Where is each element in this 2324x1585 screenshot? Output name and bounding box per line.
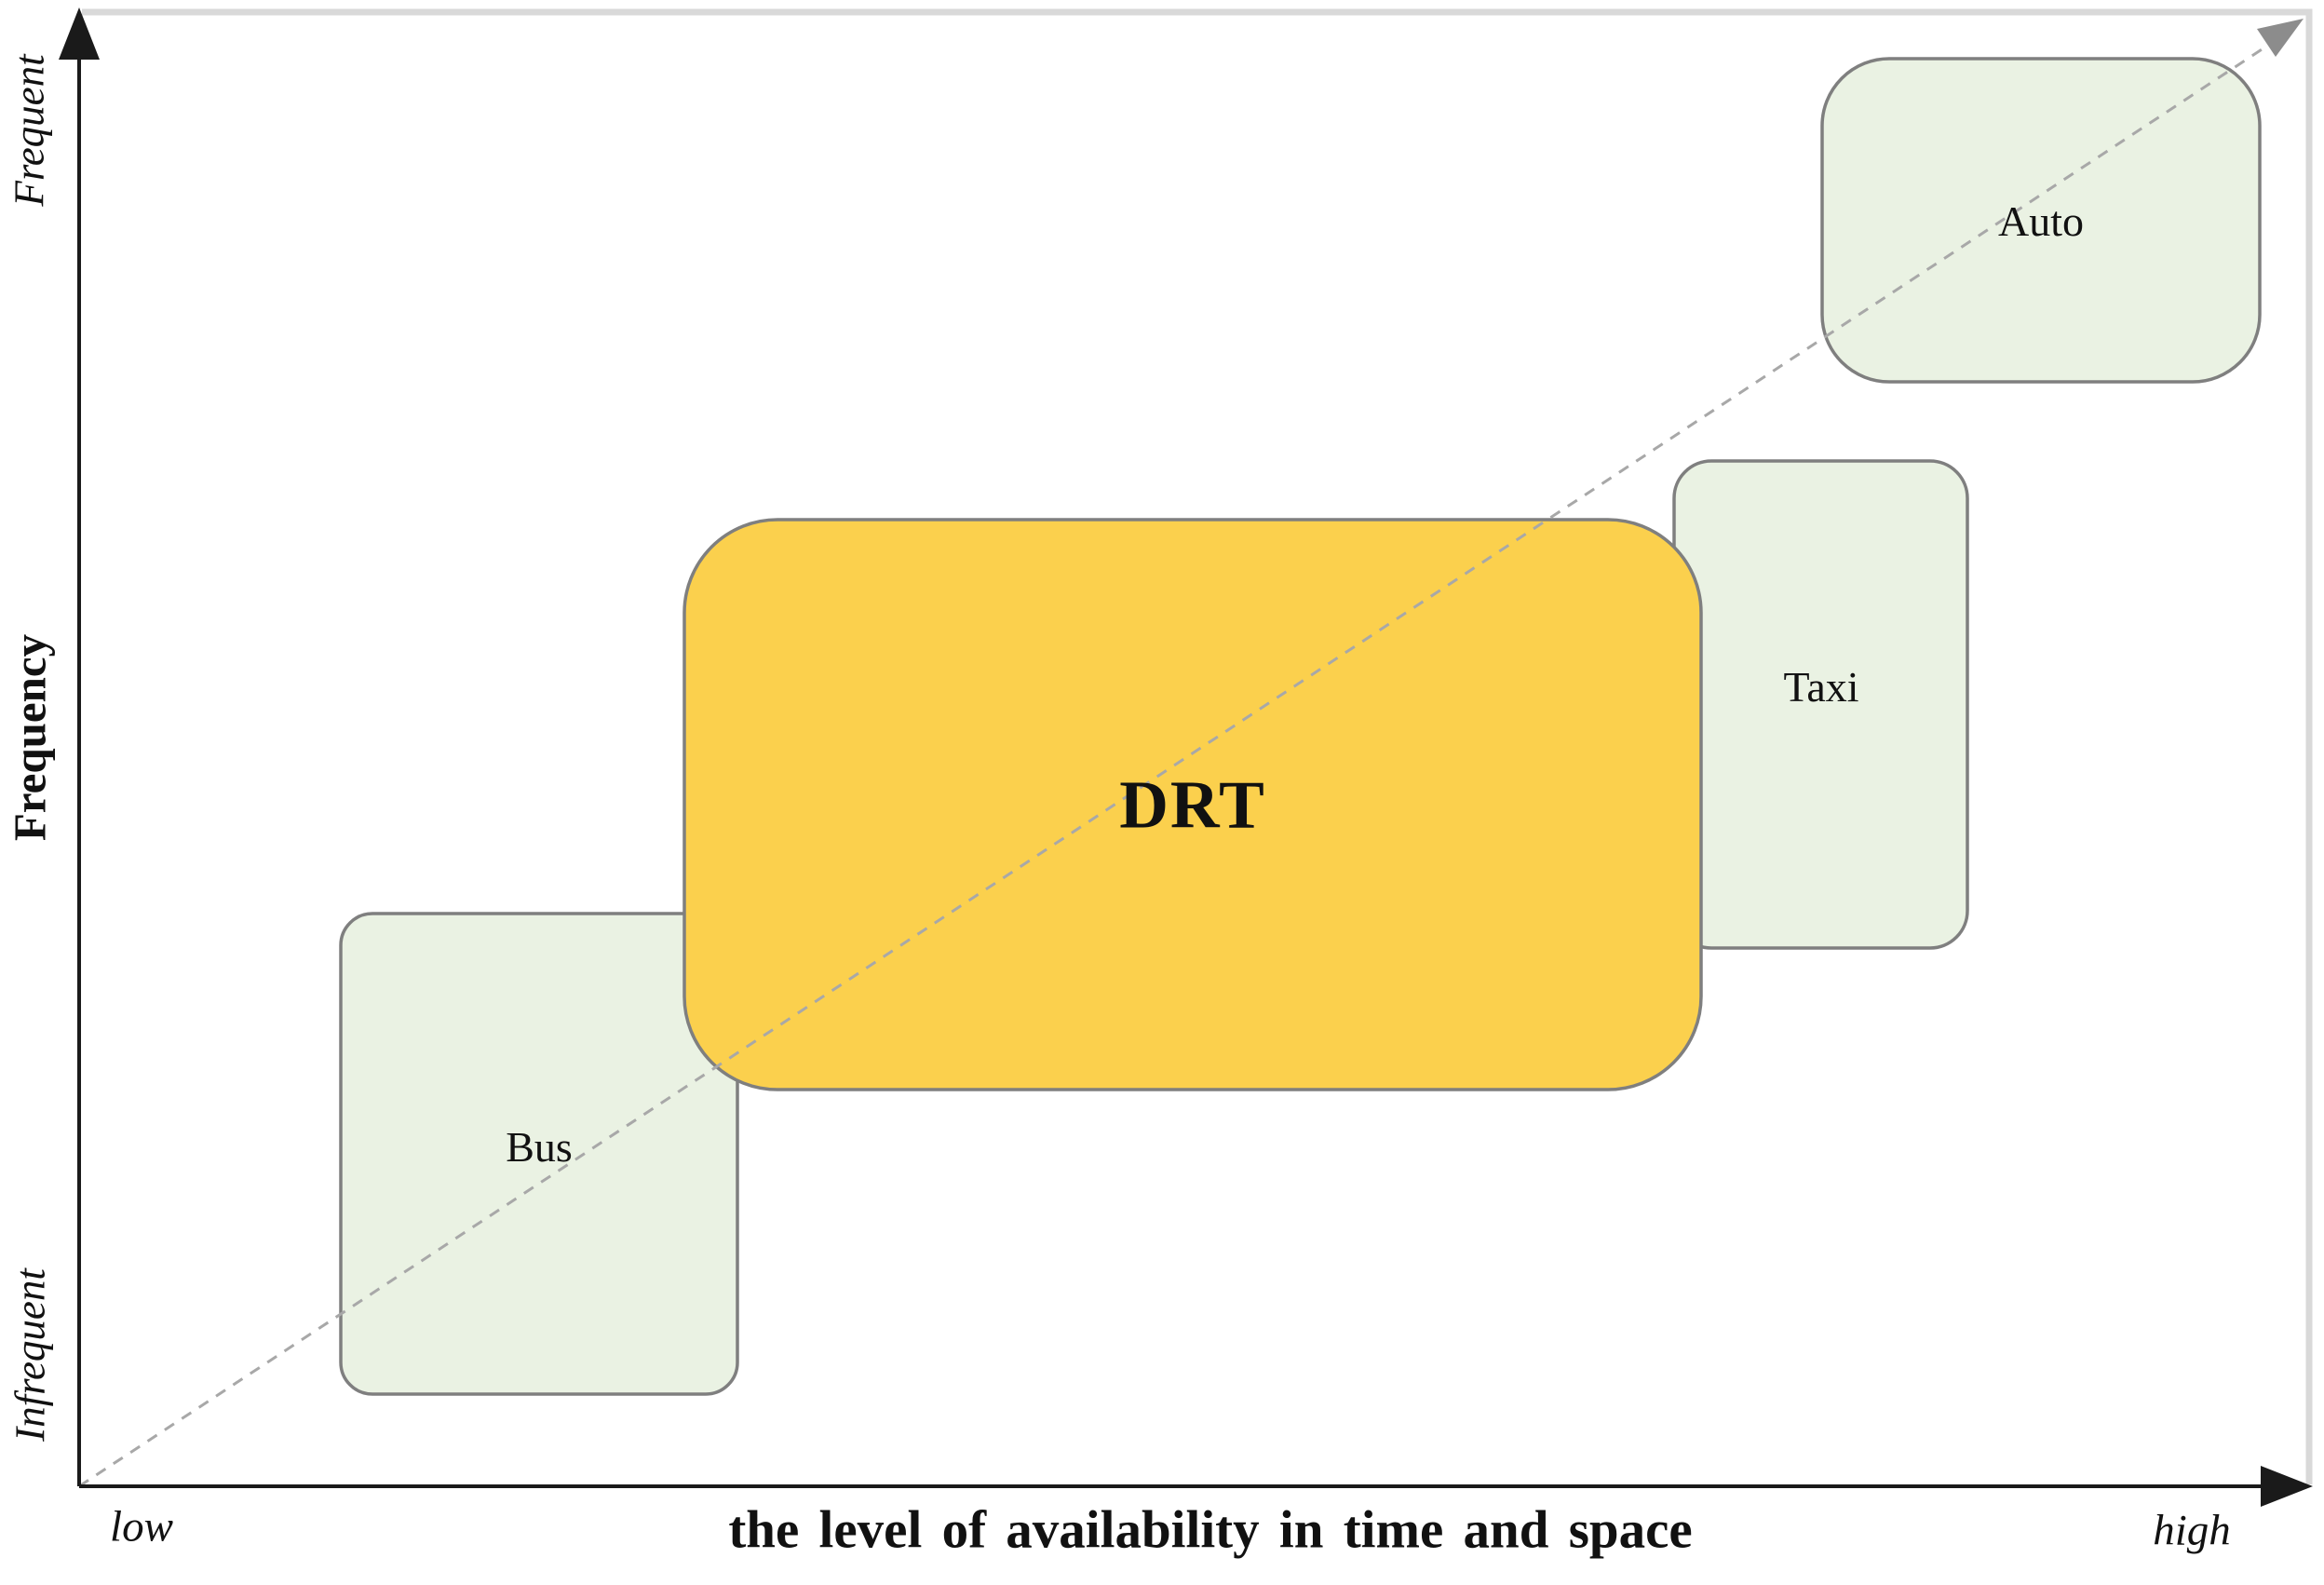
taxi-box-label: Taxi <box>1783 663 1859 711</box>
figure-frame <box>82 8 2313 1484</box>
x-axis-title: the level of availability in time and sp… <box>728 1500 1693 1560</box>
x-axis-min-label: low <box>110 1502 173 1551</box>
drt-box-label: DRT <box>1119 766 1266 843</box>
x-axis-arrowhead-icon <box>2261 1466 2313 1507</box>
y-axis-max-label: Frequent <box>6 54 53 207</box>
y-axis-arrowhead-icon <box>59 7 100 60</box>
bus-box-label: Bus <box>506 1123 573 1171</box>
x-axis-max-label: high <box>2153 1506 2231 1555</box>
auto-box <box>1820 57 2262 384</box>
y-axis-min-label: Infrequent <box>7 1268 54 1442</box>
y-axis-title: Frequency <box>4 633 56 842</box>
bus-box <box>339 912 739 1396</box>
auto-box-label: Auto <box>1998 197 2084 245</box>
diagonal-arrowhead-icon <box>2257 19 2304 57</box>
drt-box <box>682 518 1703 1091</box>
diagonal-dashed-line <box>78 34 2284 1488</box>
